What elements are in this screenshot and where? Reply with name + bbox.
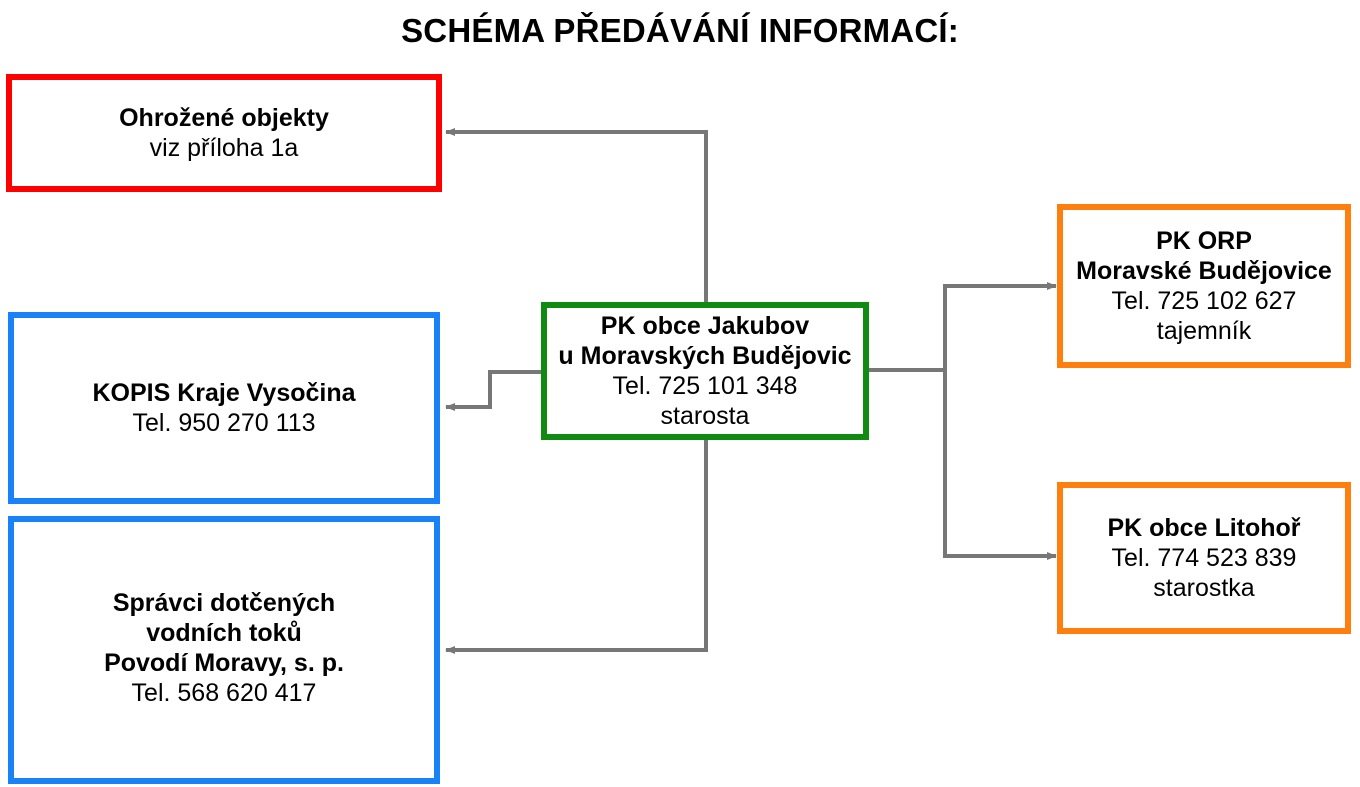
orp-role: tajemník [1156, 317, 1252, 345]
spravci-name-2: vodních toků [146, 619, 302, 647]
center-phone: Tel. 725 101 348 [612, 372, 798, 400]
box-orp: PK ORP Moravské Budějovice Tel. 725 102 … [1057, 204, 1351, 368]
arrow-to-ohrozene [445, 128, 708, 303]
orp-name-2: Moravské Budějovice [1076, 257, 1332, 285]
spravci-name-1: Správci dotčených [112, 589, 336, 617]
box-litohor: PK obce Litohoř Tel. 774 523 839 starost… [1057, 482, 1351, 634]
orp-phone: Tel. 725 102 627 [1111, 287, 1297, 315]
spravci-phone: Tel. 568 620 417 [131, 679, 317, 707]
litohor-role: starostka [1153, 574, 1255, 602]
ohrozene-line: viz příloha 1a [149, 134, 299, 162]
arrow-to-spravci [445, 439, 708, 654]
kopis-phone: Tel. 950 270 113 [132, 409, 316, 437]
spravci-name-3: Povodí Moravy, s. p. [104, 649, 344, 677]
litohor-name: PK obce Litohoř [1107, 514, 1301, 542]
box-ohrozene-objekty: Ohrožené objekty viz příloha 1a [6, 74, 442, 192]
orp-name-1: PK ORP [1156, 227, 1252, 255]
litohor-phone: Tel. 774 523 839 [1111, 544, 1297, 572]
arrow-to-orp [867, 282, 1057, 372]
center-role: starosta [660, 402, 750, 430]
box-spravci: Správci dotčených vodních toků Povodí Mo… [8, 516, 440, 784]
ohrozene-name: Ohrožené objekty [119, 104, 329, 132]
box-center-jakubov: PK obce Jakubov u Moravských Budějovic T… [541, 302, 869, 440]
arrow-to-litohor [943, 370, 1057, 560]
center-name-1: PK obce Jakubov [600, 312, 810, 340]
diagram-title: SCHÉMA PŘEDÁVÁNÍ INFORMACÍ: [401, 12, 959, 49]
box-kopis: KOPIS Kraje Vysočina Tel. 950 270 113 [8, 312, 440, 504]
arrow-to-kopis [445, 370, 542, 411]
center-name-2: u Moravských Budějovic [558, 342, 852, 370]
kopis-name: KOPIS Kraje Vysočina [92, 379, 356, 407]
